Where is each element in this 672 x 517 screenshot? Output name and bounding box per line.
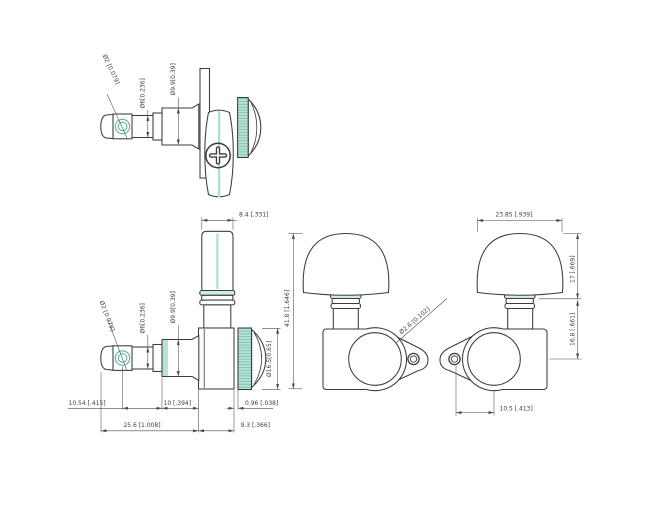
- button-neck: [203, 304, 232, 329]
- gear-cover-circle: [348, 332, 402, 386]
- string-hole-inner: [117, 353, 128, 363]
- view-front: 41.8 [1.646] Ø2.6 [0.102]: [284, 232, 448, 392]
- bushing-thread-band: [162, 340, 168, 376]
- post-shaft: [131, 114, 154, 139]
- button-collar-ring: [199, 299, 236, 306]
- button-collar-ring: [201, 294, 234, 301]
- dim-post-dia: Ø6[0.236]: [139, 303, 146, 333]
- threaded-bushing: [161, 103, 200, 150]
- dim-button-height: 17 [.669]: [570, 255, 577, 283]
- dim-post-dia: Ø6[0.236]: [139, 78, 146, 108]
- tuner-button: [302, 232, 390, 296]
- button-neck: [332, 307, 359, 330]
- leader-line: [107, 319, 128, 372]
- string-post-tip: [100, 345, 114, 371]
- post-shaft: [131, 346, 154, 370]
- string-hole-outer: [114, 350, 131, 366]
- phillips-screw-icon: [205, 142, 231, 169]
- dim-button-thickness: 8.4 [.331]: [239, 212, 269, 219]
- gear-dome: [247, 97, 262, 158]
- dim-washer-gap: 0.96 [.038]: [245, 400, 278, 407]
- tuner-button: [476, 232, 564, 296]
- string-hole-inner: [117, 121, 128, 132]
- leader-line: [396, 298, 448, 343]
- dim-hole-to-bushing: 10.54 [.415]: [69, 400, 106, 407]
- housing-body: [322, 327, 407, 392]
- ear-screw-hole-outer: [448, 352, 461, 366]
- dim-string-hole-dia: Ø2 [0.079]: [98, 300, 116, 333]
- dim-button-width: 23.85 [.939]: [495, 212, 532, 219]
- button-neck: [507, 307, 534, 330]
- post-collar: [152, 343, 163, 373]
- dim-screw-hole-offset: 10.5 [.413]: [500, 406, 533, 413]
- housing-body: [462, 327, 548, 392]
- button-collar-ring: [504, 302, 536, 310]
- button-collar-ring: [330, 302, 362, 310]
- gear-dome: [251, 328, 267, 389]
- ear-screw-hole-outer: [407, 352, 420, 366]
- gear-cover-circle: [467, 332, 521, 386]
- dim-bushing-dia: Ø9.9[0.39]: [170, 63, 177, 95]
- view-rear: 23.85 [.939] 17 [.669] 16.8 [.661] 10.5 …: [439, 212, 582, 416]
- button-collar-ring: [331, 297, 361, 305]
- ear-screw-hole-inner: [409, 355, 418, 363]
- threaded-bushing: [161, 334, 200, 382]
- button-collar-ring: [505, 297, 535, 305]
- dim-ear-screw-hole-dia: Ø2.6 [0.102]: [398, 306, 431, 336]
- string-hole-outer: [114, 118, 131, 135]
- view-front-side: 8.4 [.331] Ø2 [0.079] Ø6[0.236] Ø9.9[0.3…: [68, 212, 281, 433]
- dim-housing-depth: 9.3 [.366]: [241, 422, 271, 429]
- dim-gear-dia: Ø16.5[0.65]: [266, 341, 273, 377]
- dim-overall-height: 41.8 [1.646]: [284, 290, 291, 327]
- dim-post-length: 25.6 [1.008]: [123, 422, 160, 429]
- view-top-side: Ø2 [0.079] Ø6[0.236] Ø9.9[0.39]: [100, 53, 262, 198]
- gear-dome-arc: [250, 101, 258, 154]
- gear-dome-arc: [253, 332, 263, 385]
- leader-line: [106, 93, 128, 140]
- knurled-gear-edge: [237, 327, 253, 391]
- button-collar-ring: [199, 289, 236, 296]
- dim-string-hole-dia: Ø2 [0.079]: [101, 53, 121, 85]
- dim-housing-height: 16.8 [.661]: [570, 313, 577, 346]
- dim-bushing-dia: Ø9.9[0.39]: [170, 291, 177, 323]
- ear-screw-hole-inner: [450, 355, 459, 363]
- post-collar: [152, 112, 163, 141]
- dim-bushing-length: 10 [.394]: [164, 400, 192, 407]
- knurled-gear-edge: [237, 96, 249, 159]
- string-post-tip: [100, 113, 114, 140]
